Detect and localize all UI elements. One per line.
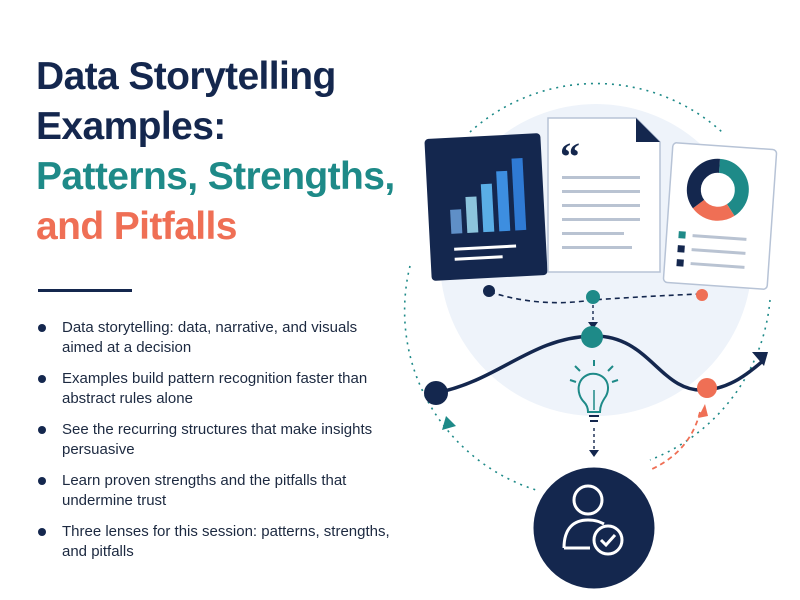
- bullet-item: Three lenses for this session: patterns,…: [38, 522, 398, 562]
- title-line-1: Data Storytelling: [36, 55, 336, 98]
- left-arc-arrowhead: [442, 416, 456, 430]
- bullet-dot: [38, 375, 46, 383]
- bar-chart-bar: [450, 209, 463, 234]
- bullet-text: Data storytelling: data, narrative, and …: [62, 319, 358, 356]
- left-dotted-arc: [403, 265, 537, 491]
- bar-chart-card: [424, 133, 548, 281]
- story-wave-arrowhead: [752, 352, 768, 366]
- bullet-list: Data storytelling: data, narrative, and …: [38, 318, 398, 573]
- storytelling-diagram: “: [403, 82, 778, 592]
- bullet-dot: [38, 477, 46, 485]
- title-line-2: Examples:: [36, 105, 226, 148]
- title-divider: [38, 289, 132, 292]
- wave-node-start: [424, 381, 448, 405]
- page-title: Data Storytelling Examples: Patterns, St…: [36, 52, 436, 252]
- bar-chart-bar: [465, 196, 479, 234]
- user-check-icon: [530, 464, 658, 592]
- bullet-dot: [38, 426, 46, 434]
- bullet-item: Learn proven strengths and the pitfalls …: [38, 471, 398, 511]
- title-line-3: Patterns, Strengths,: [36, 155, 395, 198]
- bullet-dot: [38, 528, 46, 536]
- bullet-item: Data storytelling: data, narrative, and …: [38, 318, 398, 358]
- title-line-4: and Pitfalls: [36, 205, 237, 248]
- connector-node-navy: [483, 285, 495, 297]
- donut-chart-card: [662, 142, 778, 290]
- bullet-item: See the recurring structures that make i…: [38, 420, 398, 460]
- bullet-text: Examples build pattern recognition faste…: [62, 370, 368, 407]
- wave-node-end: [697, 378, 717, 398]
- story-wave: [435, 334, 766, 395]
- quote-document-card: “: [547, 117, 661, 273]
- coral-dashed-arrow: [649, 411, 701, 471]
- bullet-dot: [38, 324, 46, 332]
- bar-chart-bar: [511, 158, 527, 231]
- bar-chart-bar: [496, 170, 511, 232]
- lightbulb-icon: [569, 360, 619, 422]
- connector-node-coral: [696, 289, 708, 301]
- quote-mark: “: [560, 134, 580, 179]
- bullet-item: Examples build pattern recognition faste…: [38, 369, 398, 409]
- bullet-text: Learn proven strengths and the pitfalls …: [62, 472, 347, 509]
- bar-chart-bar: [480, 183, 495, 233]
- wave-node-peak: [581, 326, 603, 348]
- connector-node-teal: [586, 290, 600, 304]
- bullet-text: Three lenses for this session: patterns,…: [62, 523, 390, 560]
- right-dotted-arc: [649, 299, 771, 461]
- bullet-text: See the recurring structures that make i…: [62, 421, 373, 458]
